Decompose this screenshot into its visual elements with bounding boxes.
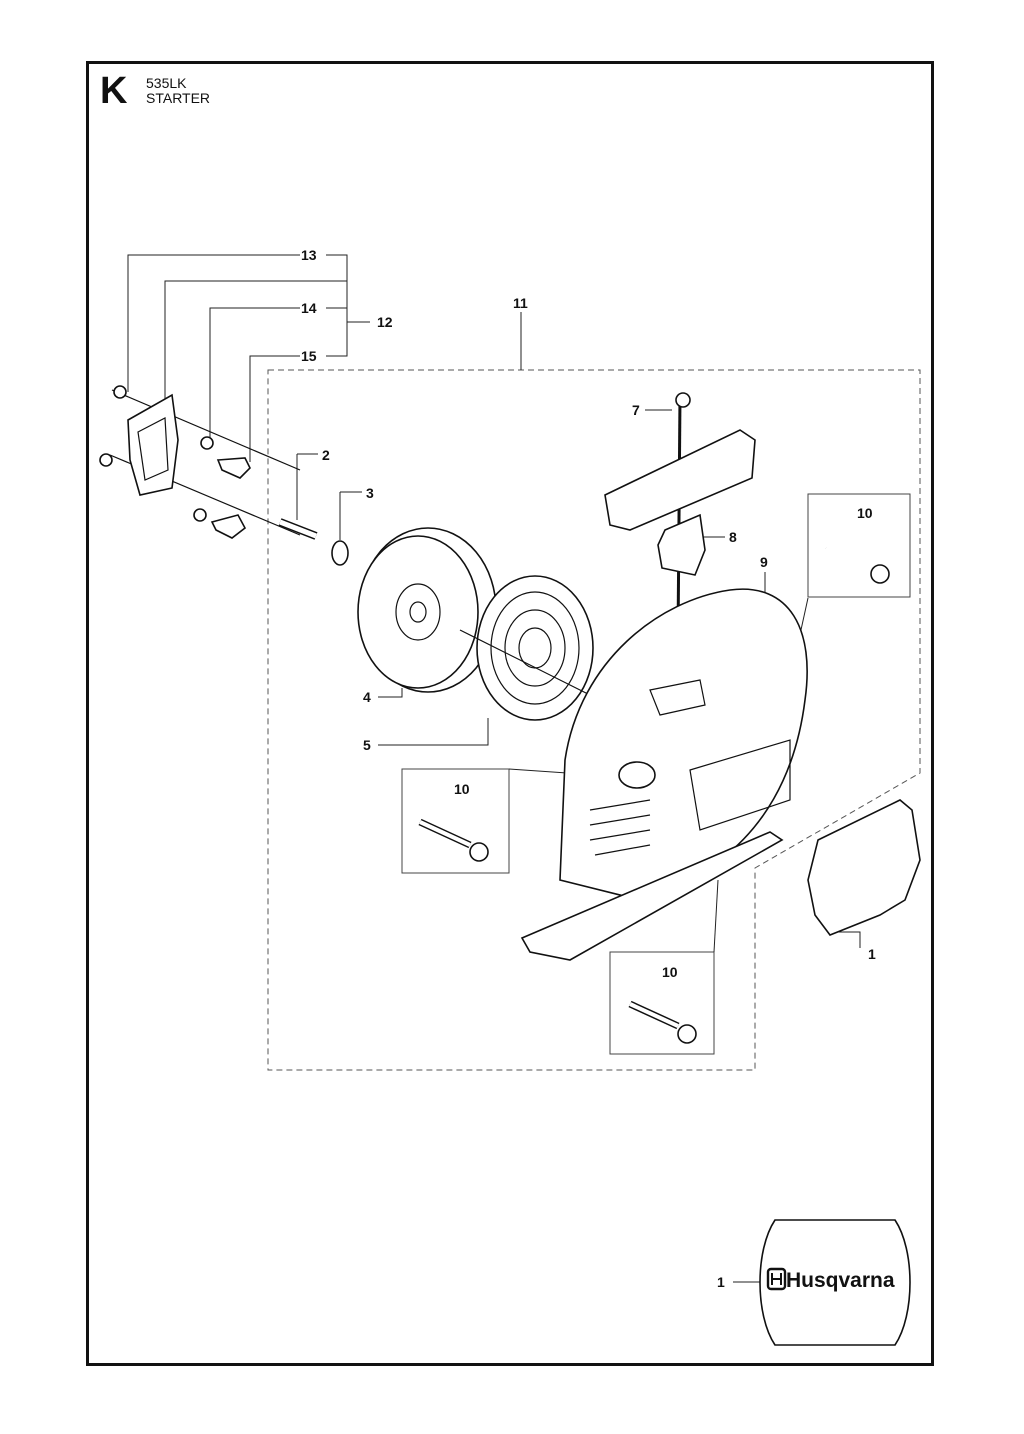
decal-brand-text: Husqvarna xyxy=(786,1269,895,1292)
callout-3: 3 xyxy=(366,485,374,501)
center-screw-icon xyxy=(278,518,318,540)
callout-5: 5 xyxy=(363,737,371,753)
bolt-icon xyxy=(825,546,890,584)
page-frame xyxy=(86,61,934,1366)
washer-icon xyxy=(331,540,349,566)
callout-4: 4 xyxy=(363,689,371,705)
callout-labels: 13 14 15 12 11 7 8 9 2 3 4 5 10 10 10 1 … xyxy=(301,247,876,1290)
detail-box-10-bottom xyxy=(609,951,715,1055)
callout-1-decal: 1 xyxy=(717,1274,725,1290)
starter-housing-icon xyxy=(520,588,808,961)
bolt-icon xyxy=(628,1000,697,1044)
callout-2: 2 xyxy=(322,447,330,463)
model-number: 535LK xyxy=(146,75,187,91)
callout-9: 9 xyxy=(760,554,768,570)
gasket-icon xyxy=(807,799,921,936)
leader-lines xyxy=(127,254,861,1283)
callout-7: 7 xyxy=(632,402,640,418)
callout-11: 11 xyxy=(513,295,528,311)
callout-10-top: 10 xyxy=(857,505,873,521)
detail-box-10-top xyxy=(807,493,911,598)
callout-13: 13 xyxy=(301,247,317,263)
callout-10-bottom: 10 xyxy=(662,964,678,980)
callout-14: 14 xyxy=(301,300,317,316)
callout-12: 12 xyxy=(377,314,393,330)
callout-10-left: 10 xyxy=(454,781,470,797)
callout-1-gasket: 1 xyxy=(868,946,876,962)
bolt-icon xyxy=(418,818,489,862)
section-letter: K xyxy=(100,70,128,112)
starter-handle-icon xyxy=(604,392,756,641)
assembly-11-outline xyxy=(267,369,921,1071)
decal-outline xyxy=(759,1219,911,1346)
detail-box-10-left xyxy=(401,768,510,874)
pulley-icon xyxy=(357,527,497,693)
recoil-spring-icon xyxy=(476,575,594,721)
callout-8: 8 xyxy=(729,529,737,545)
section-title: STARTER xyxy=(146,90,211,106)
callout-15: 15 xyxy=(301,348,317,364)
pawl-carrier-icon xyxy=(99,385,301,539)
husqvarna-logo-icon xyxy=(766,1267,787,1291)
